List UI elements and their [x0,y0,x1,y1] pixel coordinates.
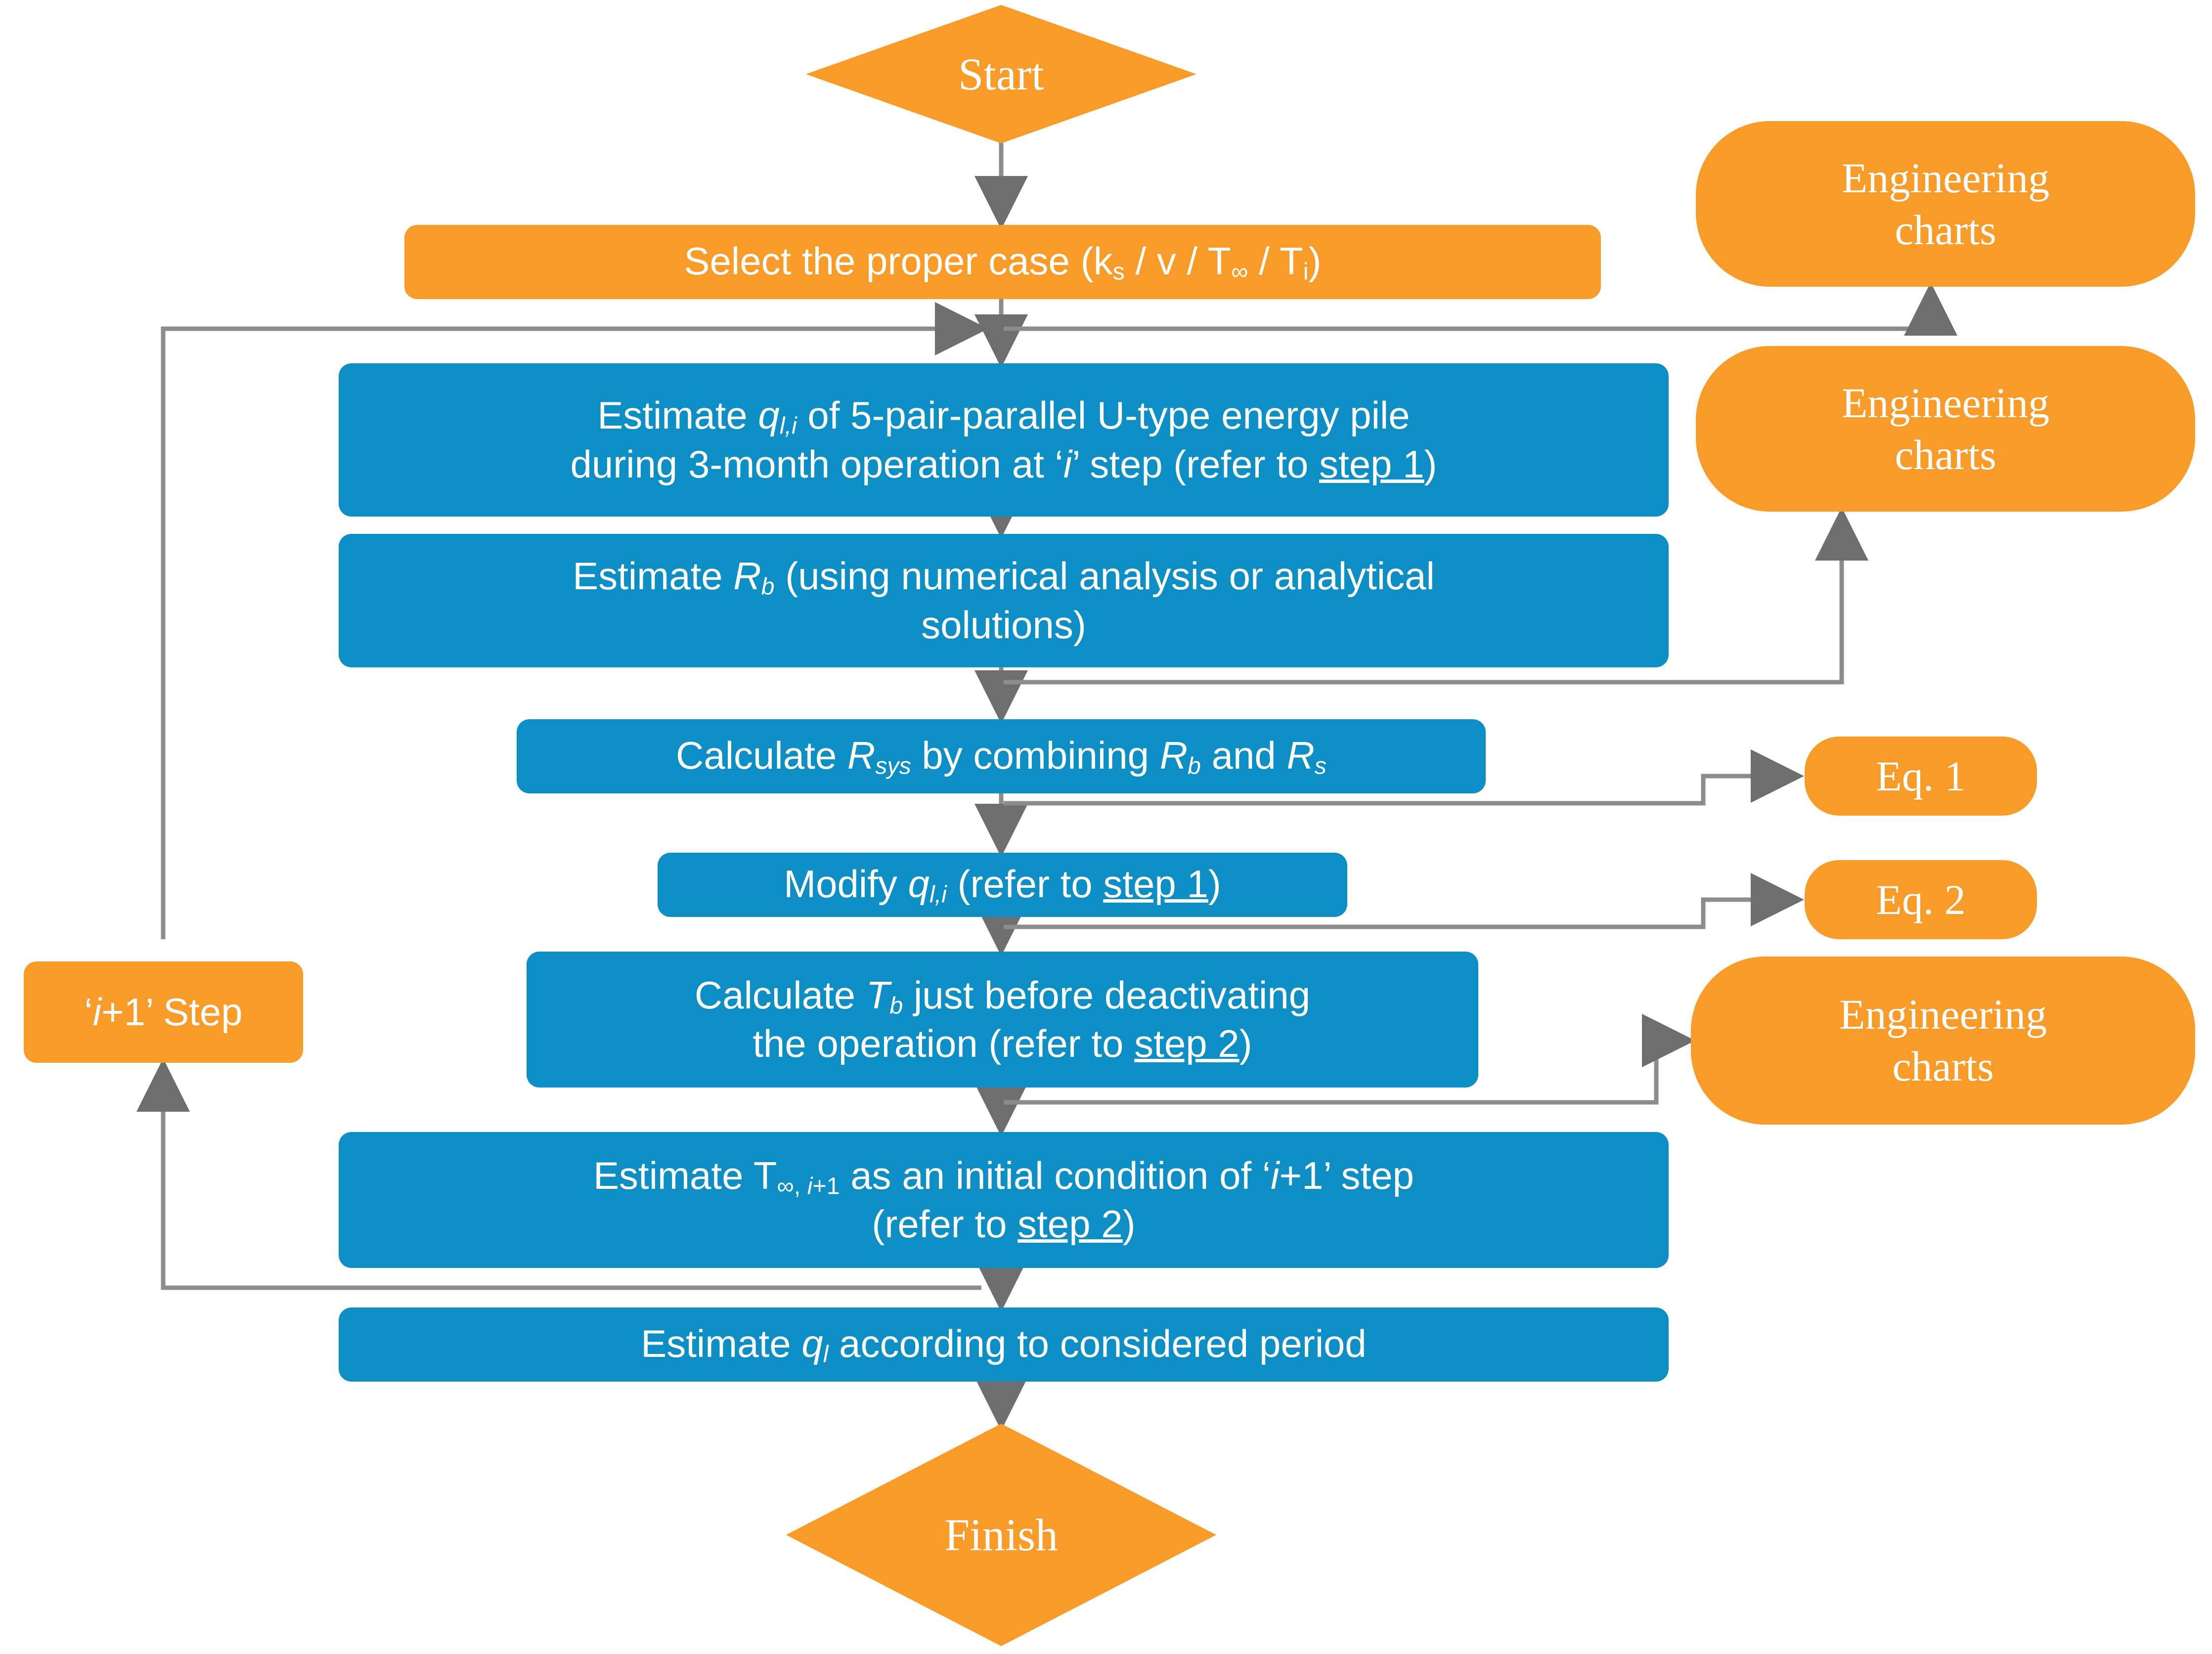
node-finish-label: Finish [944,1509,1059,1560]
node-select-case[interactable]: Select the proper case (ks / v / T∞ / Ti… [404,225,1601,299]
node-calculate-rsys[interactable]: Calculate Rsys by combining Rb and Rs [517,719,1486,793]
node-eq-2-label: Eq. 2 [1876,875,1966,923]
node-estimate-tinf[interactable]: Estimate T∞, i+1 as an initial condition… [339,1132,1669,1268]
node-calculate-rsys-label: Calculate Rsys by combining Rb and Rs [676,733,1327,780]
node-estimate-ql-label: Estimate ql,i of 5-pair-parallel U-type … [570,393,1437,486]
node-eq-2[interactable]: Eq. 2 [1805,860,2037,939]
node-modify-ql[interactable]: Modify ql,i (refer to step 1) [658,853,1347,917]
node-step-next-label: ‘i+1’ Step [84,990,243,1034]
node-eq-1[interactable]: Eq. 1 [1805,737,2037,816]
node-step-next[interactable]: ‘i+1’ Step [24,961,303,1063]
node-select-case-label: Select the proper case (ks / v / T∞ / Ti… [684,239,1322,285]
node-estimate-tinf-label: Estimate T∞, i+1 as an initial condition… [593,1153,1414,1246]
node-estimate-ql[interactable]: Estimate ql,i of 5-pair-parallel U-type … [339,363,1669,517]
node-eq-1-label: Eq. 1 [1876,752,1966,800]
node-estimate-ql-period-label: Estimate ql according to considered peri… [641,1321,1367,1368]
node-modify-ql-label: Modify ql,i (refer to step 1) [784,862,1221,908]
node-estimate-ql-period[interactable]: Estimate ql according to considered peri… [339,1307,1669,1382]
node-estimate-rb-label: Estimate Rb (using numerical analysis or… [573,554,1435,647]
node-start-label: Start [958,48,1044,99]
node-start[interactable]: Start [806,5,1196,143]
node-estimate-rb[interactable]: Estimate Rb (using numerical analysis or… [339,534,1669,667]
node-finish[interactable]: Finish [786,1424,1216,1646]
